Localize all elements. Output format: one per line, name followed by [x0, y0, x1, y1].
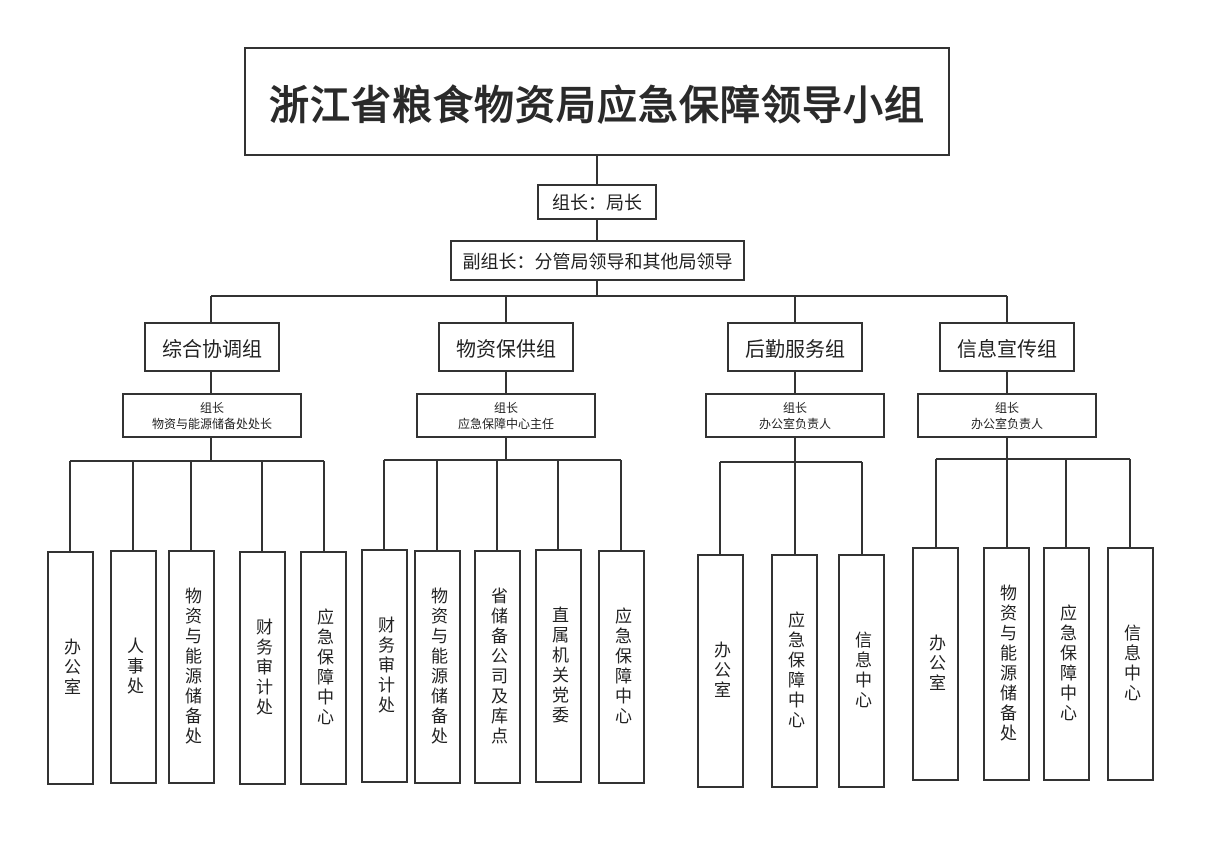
title-box: 浙江省粮食物资局应急保障领导小组 — [244, 47, 950, 156]
unit-label: 应急保障中心 — [611, 607, 631, 727]
group-head-title: 组长 — [493, 400, 518, 415]
unit-box: 办公室 — [697, 554, 744, 788]
unit-box: 省储备公司及库点 — [474, 550, 521, 784]
group-name: 物资保供组 — [456, 336, 556, 361]
group-head-title: 组长 — [199, 400, 224, 415]
group-name: 综合协调组 — [162, 336, 262, 361]
unit-label: 应急保障中心 — [784, 611, 804, 731]
group-head-title: 组长 — [782, 400, 807, 415]
unit-label: 应急保障中心 — [313, 608, 333, 728]
group-head-name: 应急保障中心主任 — [457, 416, 554, 431]
group-box-logistics: 后勤服务组 — [727, 322, 863, 372]
group-head-box-coordination: 组长 物资与能源储备处处长 — [122, 393, 302, 438]
group-box-coordination: 综合协调组 — [144, 322, 280, 372]
unit-label: 直属机关党委 — [548, 606, 568, 726]
unit-box: 财务审计处 — [239, 551, 286, 785]
diagram-title: 浙江省粮食物资局应急保障领导小组 — [269, 82, 925, 129]
group-box-publicity: 信息宣传组 — [939, 322, 1075, 372]
unit-label: 物资与能源储备处 — [427, 587, 447, 747]
group-head-title: 组长 — [994, 400, 1019, 415]
unit-label: 人事处 — [123, 637, 143, 697]
unit-box: 直属机关党委 — [535, 549, 582, 783]
unit-label: 办公室 — [60, 638, 80, 698]
unit-box: 办公室 — [912, 547, 959, 781]
unit-box: 物资与能源储备处 — [983, 547, 1030, 781]
leader-box: 组长：局长 — [537, 184, 657, 220]
unit-box: 人事处 — [110, 550, 157, 784]
deputy-leader-box: 副组长：分管局领导和其他局领导 — [450, 240, 745, 281]
leader-label: 组长：局长 — [552, 193, 642, 214]
unit-box: 财务审计处 — [361, 549, 408, 783]
unit-box: 信息中心 — [1107, 547, 1154, 781]
unit-box: 应急保障中心 — [771, 554, 818, 788]
unit-label: 信息中心 — [1120, 624, 1140, 704]
unit-box: 应急保障中心 — [1043, 547, 1090, 781]
group-head-name: 物资与能源储备处处长 — [151, 416, 272, 431]
group-head-box-publicity: 组长 办公室负责人 — [917, 393, 1097, 438]
unit-label: 物资与能源储备处 — [996, 584, 1016, 744]
unit-label: 财务审计处 — [252, 618, 272, 718]
unit-box: 办公室 — [47, 551, 94, 785]
group-head-name: 办公室负责人 — [970, 416, 1043, 431]
group-box-supply: 物资保供组 — [438, 322, 574, 372]
unit-box: 信息中心 — [838, 554, 885, 788]
unit-label: 办公室 — [925, 634, 945, 694]
unit-label: 省储备公司及库点 — [487, 587, 507, 747]
unit-label: 物资与能源储备处 — [181, 587, 201, 747]
group-head-name: 办公室负责人 — [758, 416, 831, 431]
unit-box: 应急保障中心 — [300, 551, 347, 785]
group-name: 后勤服务组 — [745, 336, 845, 361]
unit-box: 物资与能源储备处 — [414, 550, 461, 784]
group-head-box-logistics: 组长 办公室负责人 — [705, 393, 885, 438]
unit-label: 信息中心 — [851, 631, 871, 711]
deputy-leader-label: 副组长：分管局领导和其他局领导 — [462, 251, 733, 273]
unit-label: 财务审计处 — [374, 616, 394, 716]
unit-box: 物资与能源储备处 — [168, 550, 215, 784]
unit-label: 办公室 — [710, 641, 730, 701]
unit-label: 应急保障中心 — [1056, 604, 1076, 724]
group-head-box-supply: 组长 应急保障中心主任 — [416, 393, 596, 438]
group-name: 信息宣传组 — [957, 336, 1057, 361]
unit-box: 应急保障中心 — [598, 550, 645, 784]
